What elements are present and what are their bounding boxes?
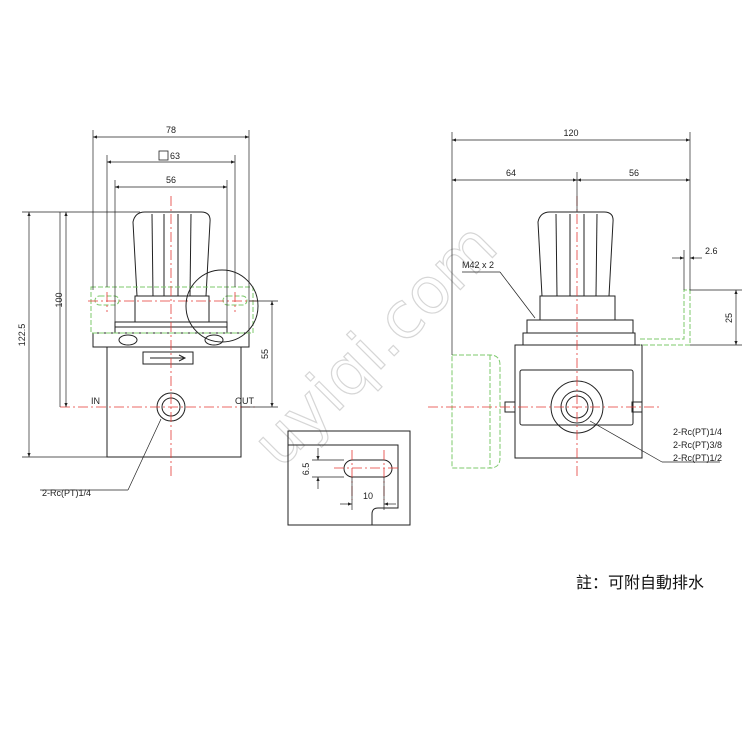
detail-circle <box>185 269 259 343</box>
dim-slot-width: 10 <box>363 491 373 501</box>
front-knob <box>132 211 211 297</box>
front-dimensions <box>22 130 278 491</box>
dim-side-total: 120 <box>563 128 578 138</box>
dim-slot-height: 6.5 <box>301 463 311 476</box>
side-phantoms <box>451 289 691 469</box>
label-side-port-1: 2-Rc(PT)1/4 <box>673 427 722 437</box>
dim-square-body: 63 <box>170 151 180 161</box>
side-body <box>514 344 643 459</box>
dim-overall-height: 122.5 <box>17 324 27 347</box>
front-view <box>92 211 250 458</box>
watermark: uyiqi.com <box>239 209 512 482</box>
dim-side-left: 64 <box>506 168 516 178</box>
note-text: 註：可附自動排水 <box>576 573 704 592</box>
dim-knob-width: 56 <box>166 175 176 185</box>
label-in: IN <box>91 396 100 406</box>
side-view <box>504 211 643 459</box>
dim-side-right: 56 <box>629 168 639 178</box>
detail-dimensions <box>312 448 396 510</box>
label-thread: M42 x 2 <box>462 260 494 270</box>
dim-overall-width: 78 <box>166 125 176 135</box>
label-side-port-2: 2-Rc(PT)3/8 <box>673 440 722 450</box>
front-centerlines <box>60 196 258 478</box>
dim-panel-height: 25 <box>724 313 734 323</box>
side-knob <box>537 211 614 297</box>
side-centerlines <box>428 196 660 478</box>
square-symbol-icon <box>158 150 169 161</box>
dim-port-to-top: 55 <box>260 349 270 359</box>
left-ring <box>118 334 138 346</box>
detail-view <box>287 430 411 526</box>
right-ring <box>204 334 224 346</box>
flow-plate <box>142 351 194 365</box>
label-front-port: 2-Rc(PT)1/4 <box>42 488 91 498</box>
side-collar <box>539 295 616 321</box>
dim-panel-thickness: 2.6 <box>705 246 718 256</box>
side-nut-upper <box>526 319 634 334</box>
label-out: OUT <box>235 396 255 406</box>
side-nut-lower <box>522 332 636 346</box>
dim-height-to-port: 100 <box>54 292 64 307</box>
label-side-port-3: 2-Rc(PT)1/2 <box>673 453 722 463</box>
front-collar <box>134 295 210 323</box>
flow-arrow-icon <box>150 354 187 362</box>
side-dimensions <box>451 132 742 463</box>
